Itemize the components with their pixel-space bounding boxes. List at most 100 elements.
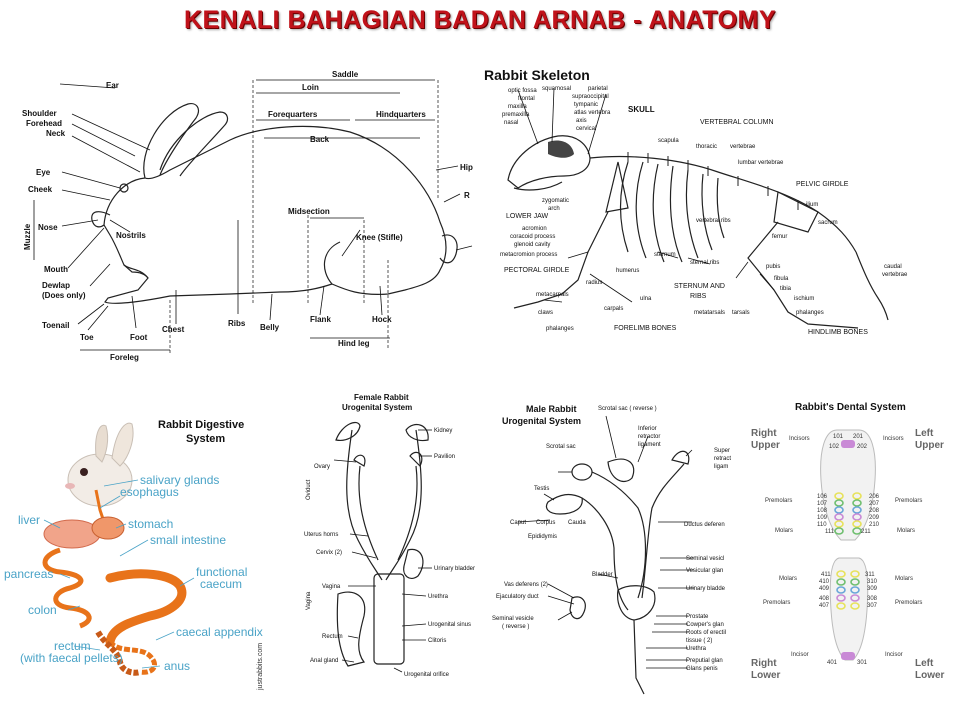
label-pancreas: pancreas [4, 567, 53, 581]
label-caudal-vertebrae: vertebrae [882, 272, 908, 278]
male-drawing: Male Rabbit Urogenital System Scrotal sa… [492, 404, 731, 695]
label-forelimb-bones: FORELIMB BONES [614, 325, 677, 332]
tooth-101: 101 [833, 434, 844, 440]
label-loin: Loin [302, 83, 319, 92]
label-vas-deferens: Vas deferens (2) [504, 582, 548, 588]
label-ductus-deferens: Ductus deferen [684, 522, 725, 528]
label-urinary-bladder: Urinary bladder [434, 566, 475, 572]
label-premolars-upper-left: Premolars [895, 498, 922, 504]
label-maxilla: maxilla [508, 104, 527, 110]
upper-right-tooth [834, 492, 844, 500]
label-premolars-upper-right: Premolars [765, 498, 792, 504]
label-kidney: Kidney [434, 428, 452, 434]
label-lumbar-vertebrae: lumbar vertebrae [738, 160, 784, 166]
label-lower-jaw: LOWER JAW [506, 213, 549, 220]
tooth-110: 110 [817, 522, 827, 528]
lower-left-tooth [850, 594, 860, 602]
tooth-401: 401 [827, 660, 838, 666]
label-incisors-right: Incisors [789, 436, 810, 442]
upper-left-tooth [852, 513, 862, 521]
label-sternal-ribs: sternal ribs [690, 260, 719, 266]
label-left-upper-1: Left [915, 428, 934, 439]
tooth-207: 207 [869, 501, 880, 507]
upper-left-tooth [852, 527, 862, 535]
label-forehead: Forehead [26, 119, 62, 128]
label-uterus-horns: Uterus horns [304, 532, 338, 538]
label-reverse: ( reverse ) [502, 624, 529, 630]
label-ligament: ligament [638, 442, 661, 448]
label-vertebral-ribs: vertebral ribs [696, 218, 731, 224]
label-ribs: Ribs [228, 319, 246, 328]
label-nose: Nose [38, 223, 58, 232]
upper-right-tooth [834, 506, 844, 514]
tooth-409: 409 [819, 586, 830, 592]
label-clitoris: Clitoris [428, 638, 446, 644]
skeleton-title: Rabbit Skeleton [484, 67, 590, 83]
label-sternum: sternum [654, 252, 676, 258]
label-retractor: retractor [638, 434, 660, 440]
upper-left-tooth [852, 499, 862, 507]
label-back: Back [310, 135, 330, 144]
label-frontal: frontal [518, 96, 535, 102]
tooth-111: 111 [825, 529, 835, 535]
label-neck: Neck [46, 129, 66, 138]
label-ulna: ulna [640, 296, 652, 302]
tooth-307: 307 [867, 603, 878, 609]
female-title: Female Rabbit [354, 393, 409, 402]
tooth-310: 310 [867, 579, 878, 585]
label-does-only: (Does only) [42, 291, 86, 300]
label-scapula: scapula [658, 138, 679, 144]
label-cauda: Cauda [568, 520, 586, 526]
label-urogenital-sinus: Urogenital sinus [428, 622, 471, 628]
label-rectum-female: Rectum [322, 634, 343, 640]
label-forequarters: Forequarters [268, 110, 318, 119]
label-sternum-and: STERNUM AND [674, 283, 725, 290]
label-sacrum: sacrum [818, 220, 838, 226]
label-left-lower-1: Left [915, 658, 934, 669]
label-ejaculatory-duct: Ejaculatory duct [496, 594, 539, 600]
label-esophagus: esophagus [120, 485, 179, 499]
label-nasal: nasal [504, 120, 518, 126]
digestive-drawing: Rabbit Digestive System salivary glands … [4, 419, 264, 691]
label-shoulder: Shoulder [22, 109, 57, 118]
label-pavilion: Pavilion [434, 454, 455, 460]
tooth-209: 209 [869, 515, 880, 521]
label-super: Super [714, 448, 730, 454]
label-vesicular-gland: Vesicular glan [686, 568, 723, 574]
label-preputial-gland: Preputial glan [686, 658, 723, 664]
tooth-410: 410 [819, 579, 830, 585]
label-toenail: Toenail [42, 321, 69, 330]
upper-right-tooth [834, 527, 844, 535]
tooth-309: 309 [867, 586, 878, 592]
label-inferior: Inferior [638, 426, 657, 432]
label-r: R [464, 191, 470, 200]
skeleton-diagram: Rabbit Skeleton optic fossa squamosal pa… [478, 62, 958, 342]
label-tympanic: tympanic [574, 102, 598, 108]
label-belly: Belly [260, 323, 280, 332]
tooth-308: 308 [867, 596, 878, 602]
tooth-411: 411 [821, 572, 831, 578]
label-cowpers-gland: Cowper's glan [686, 622, 724, 628]
label-ovary: Ovary [314, 464, 330, 470]
label-faecal-pellets: (with faecal pellets) [20, 651, 123, 665]
male-title-2: Urogenital System [502, 416, 581, 426]
label-prostate: Prostate [686, 614, 709, 620]
tooth-408: 408 [819, 596, 830, 602]
label-molars-lower-right: Molars [779, 576, 797, 582]
label-phalanges-hind: metatarsals [694, 310, 725, 316]
digestive-title: Rabbit Digestive [158, 419, 244, 431]
label-scrotal-sac: Scrotal sac [546, 444, 576, 450]
label-testis: Testis [534, 486, 549, 492]
label-caudal: caudal [884, 264, 902, 270]
label-molars-lower-left: Molars [895, 576, 913, 582]
label-right-lower-1: Right [751, 658, 777, 669]
tooth-206: 206 [869, 494, 880, 500]
female-drawing: Female Rabbit Urogenital System Kidney O… [304, 393, 475, 678]
label-seminal-vesicle-reverse: Seminal vesicle [492, 616, 534, 622]
label-vertebrae: vertebrae [730, 144, 756, 150]
label-caecum: caecum [200, 577, 242, 591]
label-cheek: Cheek [28, 185, 53, 194]
label-anus: anus [164, 659, 190, 673]
label-foreleg: Foreleg [110, 353, 139, 362]
label-left-upper-2: Upper [915, 440, 944, 451]
